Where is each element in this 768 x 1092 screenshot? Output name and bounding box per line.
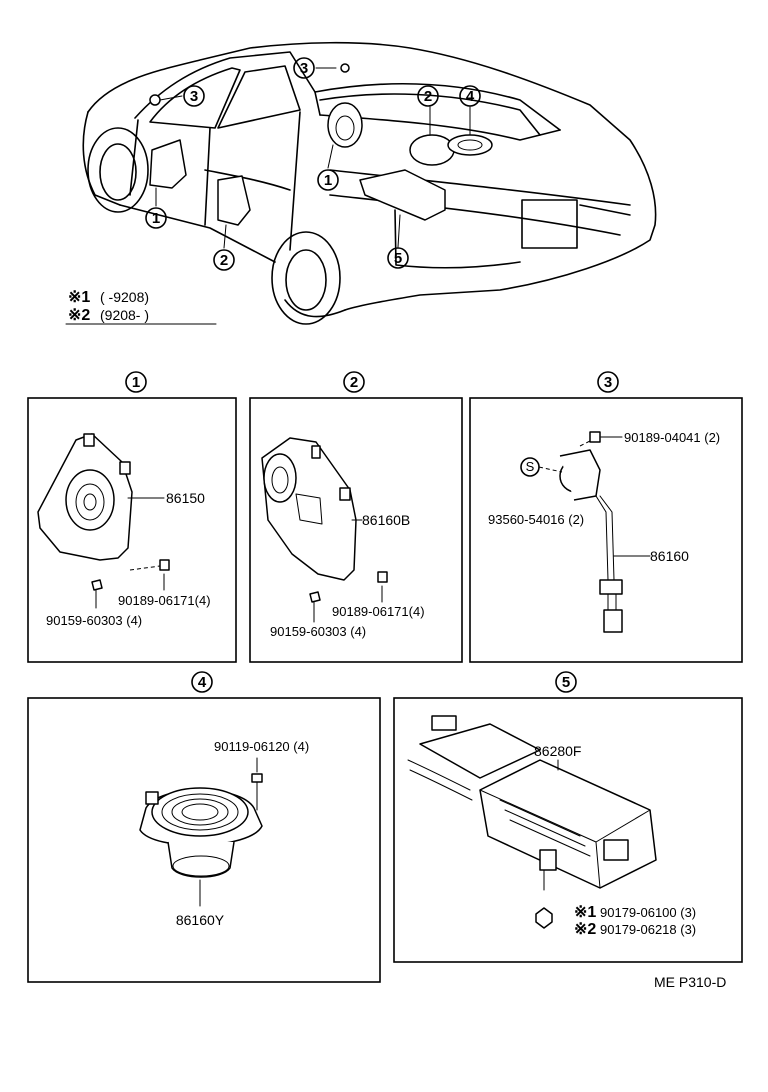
svg-text:4: 4 xyxy=(198,674,207,691)
car-callout-2a: 2 xyxy=(213,249,235,271)
car-callout-4: 4 xyxy=(459,85,481,107)
note-2-range: (9208- ) xyxy=(100,307,149,323)
svg-text:2: 2 xyxy=(350,374,358,391)
p5-part-b-mark: ※2 xyxy=(574,921,596,938)
p1-part-a: 90189-06171(4) xyxy=(118,593,211,608)
car-callout-1b: 1 xyxy=(317,169,339,191)
svg-text:2: 2 xyxy=(220,252,228,269)
p2-part-b: 90159-60303 (4) xyxy=(270,624,366,639)
svg-text:1: 1 xyxy=(324,172,332,189)
p4-part-main: 86160Y xyxy=(176,912,225,928)
svg-text:1: 1 xyxy=(152,210,160,227)
car-callout-3a: 3 xyxy=(183,85,205,107)
panel-4: 4 90119-06120 (4) 86160Y xyxy=(27,671,381,983)
p3-part-mid: 93560-54016 (2) xyxy=(488,512,584,527)
p1-part-main: 86150 xyxy=(166,490,205,506)
svg-text:5: 5 xyxy=(394,250,402,267)
car-callout-5: 5 xyxy=(387,247,409,269)
p3-part-s: S xyxy=(526,459,535,474)
note-1-range: ( -9208) xyxy=(100,289,149,305)
panel-3: 3 90189-04041 (2) S 93560-54016 (2) 8616… xyxy=(469,371,743,663)
p3-part-main: 86160 xyxy=(650,548,689,564)
date-range-notes: ※1 ( -9208) ※2 (9208- ) xyxy=(65,289,217,325)
svg-text:5: 5 xyxy=(562,674,570,691)
p4-part-top: 90119-06120 (4) xyxy=(214,739,309,754)
p5-part-a: 90179-06100 (3) xyxy=(600,905,696,920)
diagram-code: ME P310-D xyxy=(654,974,726,990)
p2-part-main: 86160B xyxy=(362,512,410,528)
svg-text:3: 3 xyxy=(190,88,198,105)
panel-1: 1 86150 90189-06171(4) 90159-60303 (4) xyxy=(27,371,237,663)
note-2-mark: ※2 xyxy=(68,307,90,324)
svg-text:2: 2 xyxy=(424,88,432,105)
panel-2: 2 86160B 90189-06171(4) 90159-60303 (4) xyxy=(249,371,463,663)
svg-text:3: 3 xyxy=(300,60,308,77)
car-illustration xyxy=(82,41,657,325)
p2-part-a: 90189-06171(4) xyxy=(332,604,425,619)
note-1-mark: ※1 xyxy=(68,289,90,306)
car-callout-3b: 3 xyxy=(293,57,315,79)
p3-part-top: 90189-04041 (2) xyxy=(624,430,720,445)
p5-part-a-mark: ※1 xyxy=(574,904,596,921)
car-callout-1a: 1 xyxy=(145,207,167,229)
panel-5: 5 86280F ※1 90179-06100 (3) ※2 90179-062… xyxy=(393,671,743,963)
car-callout-leaders xyxy=(155,67,471,249)
p1-part-b: 90159-60303 (4) xyxy=(46,613,142,628)
svg-text:3: 3 xyxy=(604,374,612,391)
svg-text:4: 4 xyxy=(466,88,475,105)
svg-text:1: 1 xyxy=(132,374,140,391)
p5-part-b: 90179-06218 (3) xyxy=(600,922,696,937)
p5-part-main: 86280F xyxy=(534,743,581,759)
car-callout-2b: 2 xyxy=(417,85,439,107)
